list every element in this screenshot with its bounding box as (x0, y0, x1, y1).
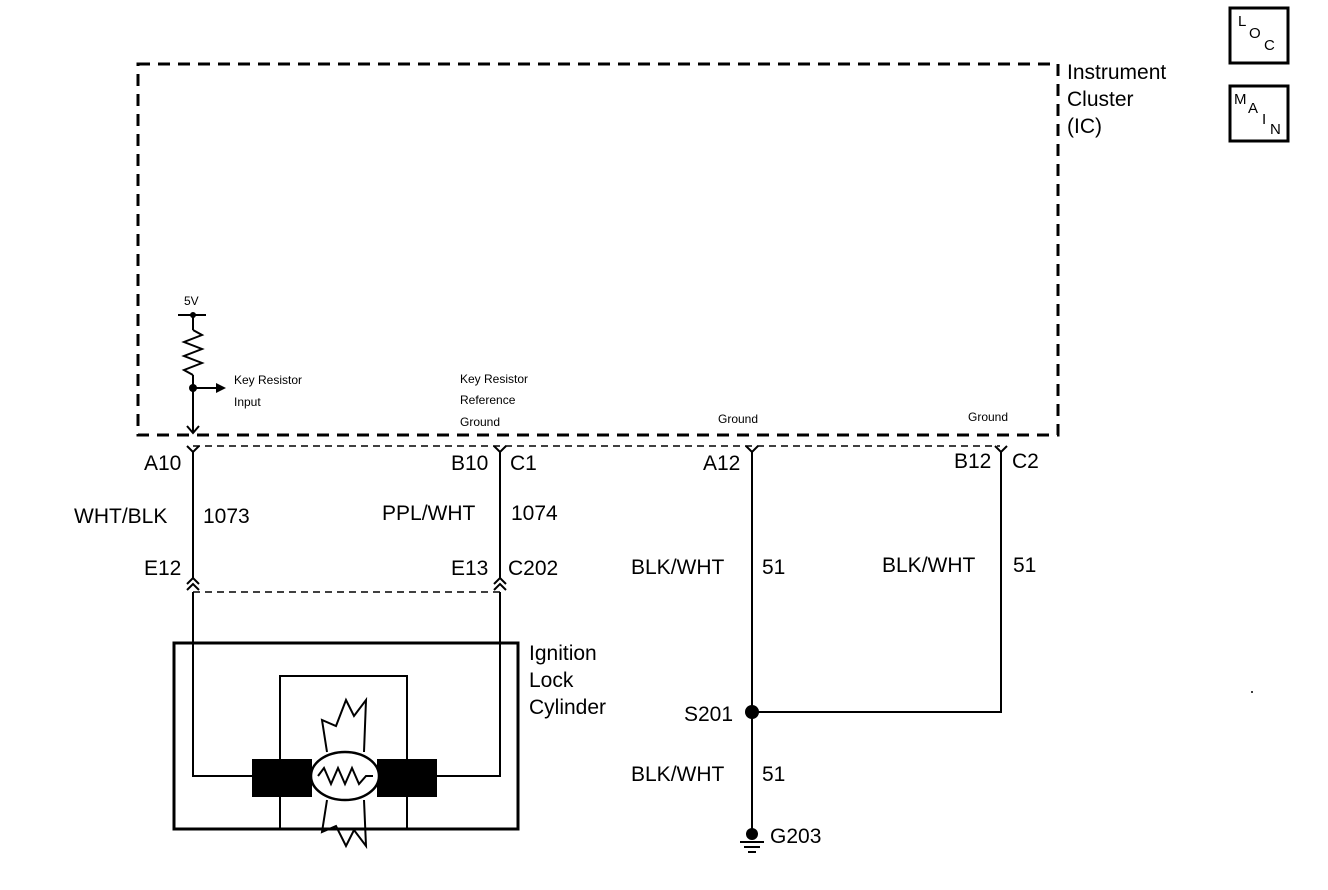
ignition-lock-cylinder (172, 592, 520, 850)
connector-b10: B10 (451, 452, 488, 475)
main-letter-i: I (1262, 111, 1266, 128)
ignition-lock-title-line1: Ignition (529, 642, 597, 665)
connector-pin-symbols (186, 445, 1008, 454)
wire-51-b12 (752, 452, 1002, 713)
loc-letter-c: C (1264, 37, 1275, 54)
wire-circuit-51-a12: 51 (762, 556, 785, 579)
main-letter-n: N (1270, 121, 1281, 138)
main-letter-m: M (1234, 91, 1247, 108)
connector-a12: A12 (703, 452, 740, 475)
key-resistor-ref-ground-line3: Ground (460, 415, 500, 429)
key-resistor-input-line2: Input (234, 395, 261, 409)
connector-b12: B12 (954, 450, 991, 473)
instrument-cluster-title-line3: (IC) (1067, 115, 1102, 138)
connector-c202: C202 (508, 557, 558, 580)
key-resistor-ref-ground-line2: Reference (460, 393, 516, 407)
connector-a10: A10 (144, 452, 181, 475)
ignition-lock-title-line3: Cylinder (529, 696, 606, 719)
connector-e12: E12 (144, 557, 181, 580)
key-resistor-input-line1: Key Resistor (234, 373, 302, 387)
splice-s201-label: S201 (684, 703, 733, 726)
connector-c2: C2 (1012, 450, 1039, 473)
instrument-cluster-title-line2: Cluster (1067, 88, 1134, 111)
pullup-resistor: 5V (178, 294, 226, 435)
ground-g203-label: G203 (770, 825, 821, 848)
ground-label-b12: Ground (968, 410, 1008, 424)
wire-color-ppl-wht: PPL/WHT (382, 502, 476, 525)
wire-color-blk-wht-g203: BLK/WHT (631, 763, 725, 786)
voltage-label: 5V (184, 294, 199, 308)
ignition-lock-title-line2: Lock (529, 669, 574, 692)
wire-color-blk-wht-a12: BLK/WHT (631, 556, 725, 579)
wire-color-wht-blk: WHT/BLK (74, 505, 167, 528)
wire-color-blk-wht-b12: BLK/WHT (882, 554, 976, 577)
wire-circuit-1074: 1074 (511, 502, 558, 525)
wire-circuit-51-g203: 51 (762, 763, 785, 786)
main-legend-box: M A I N (1228, 84, 1290, 143)
loc-letter-o: O (1249, 25, 1261, 42)
loc-letter-l: L (1238, 13, 1246, 30)
key-resistor-ref-ground-line1: Key Resistor (460, 372, 528, 386)
ground-label-a12: Ground (718, 412, 758, 426)
instrument-cluster-title-line1: Instrument (1067, 61, 1166, 84)
splice-s201-dot (745, 705, 759, 719)
instrument-cluster-boundary (136, 62, 1060, 437)
wire-circuit-1073: 1073 (203, 505, 250, 528)
wire-circuit-51-b12: 51 (1013, 554, 1036, 577)
main-letter-a: A (1248, 100, 1258, 117)
ground-symbol-g203 (740, 828, 764, 853)
connector-e13: E13 (451, 557, 488, 580)
connector-c1: C1 (510, 452, 537, 475)
loc-legend-box: L O C (1228, 6, 1290, 65)
connector-c202-pin-symbols (186, 576, 507, 591)
